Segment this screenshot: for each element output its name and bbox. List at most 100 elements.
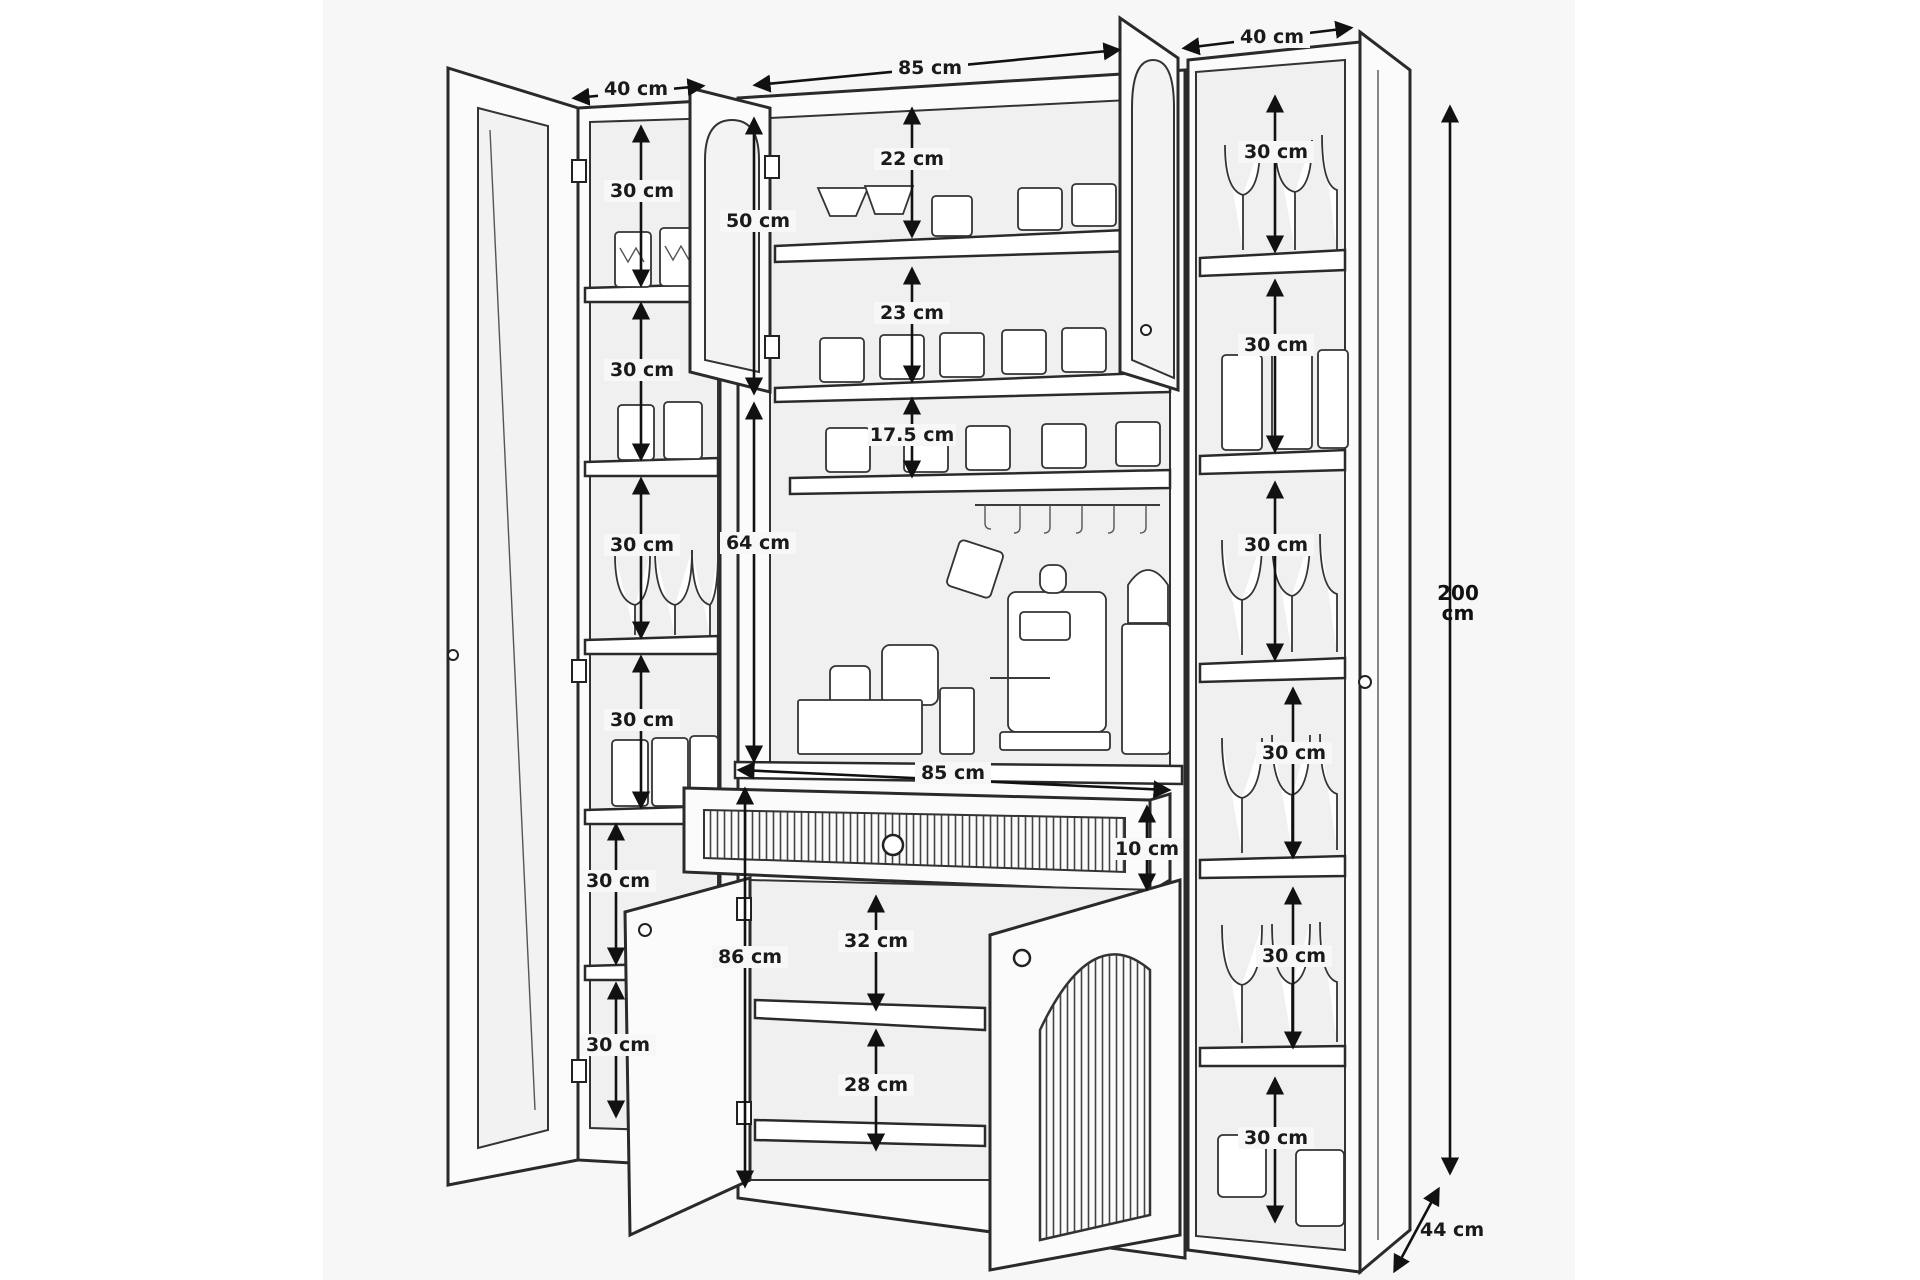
wine-glass-icon	[1221, 924, 1263, 1043]
right-shelf	[1198, 448, 1347, 476]
left-shelf-5-label: 30 cm	[586, 870, 650, 892]
center-shelf-1-label: 22 cm	[880, 148, 944, 170]
dimension-arrows	[571, 20, 1460, 1274]
left-width-label: 40 cm	[604, 78, 668, 100]
tumbler-icon	[617, 404, 655, 461]
dimension-labels: 40 cm 85 cm 40 cm 85 cm 200 cm 44 cm 50 …	[580, 26, 1484, 1241]
drawer-knob-icon[interactable]	[881, 833, 905, 857]
tumbler-icon	[611, 739, 649, 807]
mug-icon	[1071, 183, 1117, 227]
upper-right-knob-icon[interactable]	[1140, 324, 1152, 336]
center-shelf	[773, 370, 1172, 404]
left-door-knob-icon[interactable]	[447, 649, 459, 661]
center-shelf	[788, 468, 1172, 496]
right-shelves	[1198, 248, 1347, 1068]
wine-glass-icon	[816, 187, 870, 217]
center-shelf-2-label: 23 cm	[880, 302, 944, 324]
center-glasses-row1	[816, 183, 1117, 237]
top-door-height-label: 50 cm	[726, 210, 790, 232]
center-drawer[interactable]	[682, 786, 1172, 895]
right-tumblers	[1221, 349, 1349, 451]
right-door-knob-icon[interactable]	[1358, 675, 1372, 689]
mug-icon	[825, 427, 871, 473]
base-shelf	[753, 1118, 987, 1148]
tumbler-icon	[663, 401, 703, 460]
mug-icon	[1041, 423, 1087, 469]
espresso-machine-icon	[990, 564, 1111, 751]
left-shelf-4-label: 30 cm	[610, 709, 674, 731]
arched-fluted-panel	[1038, 953, 1152, 1242]
coffee-grinder-icon	[1121, 569, 1171, 755]
total-height-value: 200	[1437, 581, 1479, 605]
base-height-label: 86 cm	[718, 946, 782, 968]
right-cabinet	[1186, 28, 1412, 1276]
depth-label: 44 cm	[1420, 1219, 1484, 1241]
mug-icon	[1001, 329, 1047, 375]
hinge-icon	[571, 659, 587, 683]
counter-width-label: 85 cm	[921, 762, 985, 784]
left-shelf-3-label: 30 cm	[610, 534, 674, 556]
right-shelf-6-label: 30 cm	[1244, 1127, 1308, 1149]
arched-glass-pane	[704, 118, 760, 374]
tumbler-icon	[1317, 349, 1349, 449]
right-shelf	[1198, 854, 1347, 880]
base-right-door[interactable]	[988, 878, 1182, 1272]
tray-box-icon	[797, 699, 923, 755]
right-glass-door[interactable]	[1358, 28, 1412, 1276]
tall-jar-icon	[939, 687, 975, 755]
right-width-label: 40 cm	[1240, 26, 1304, 48]
mug-icon	[965, 425, 1011, 471]
center-upper-left-door[interactable]	[688, 86, 780, 394]
left-shelf-6-label: 30 cm	[586, 1034, 650, 1056]
hinge-icon	[571, 1059, 587, 1083]
right-cabinet-interior	[1195, 58, 1346, 1252]
mug-icon	[1017, 187, 1063, 231]
left-shelf	[583, 456, 720, 478]
mug-icon	[1295, 1149, 1345, 1227]
wine-glass-icon	[1321, 134, 1338, 250]
right-wine-glasses-mid	[1221, 533, 1338, 655]
base-shelf	[753, 998, 987, 1032]
mug-icon	[1115, 421, 1161, 467]
mug-icon	[931, 195, 973, 237]
tumbler-icon	[1271, 351, 1313, 450]
arched-glass-pane	[1131, 58, 1175, 380]
hinge-icon	[764, 335, 780, 359]
milk-pitcher-icon	[881, 644, 939, 706]
mug-rack	[975, 504, 1160, 534]
right-shelf-3-label: 30 cm	[1244, 534, 1308, 556]
drawer-height-label: 10 cm	[1115, 838, 1179, 860]
drawer-fluted-panel	[703, 808, 1126, 874]
mug-icon	[939, 332, 985, 378]
base-shelf-1-label: 32 cm	[844, 930, 908, 952]
center-width-label: 85 cm	[898, 57, 962, 79]
hinge-icon	[764, 155, 780, 179]
tumbler-icon	[651, 737, 689, 807]
base-left-knob-icon[interactable]	[638, 923, 652, 937]
total-height-unit: cm	[1442, 601, 1475, 625]
wine-glass-icon	[691, 549, 719, 635]
right-shelf	[1198, 1044, 1347, 1068]
center-shelf-3-label: 17.5 cm	[870, 424, 955, 446]
mug-icon	[946, 539, 1004, 599]
right-shelf	[1198, 656, 1347, 684]
mug-icon	[1061, 327, 1107, 373]
tumbler-icon	[1221, 354, 1263, 451]
left-shelf-1-label: 30 cm	[610, 180, 674, 202]
right-shelf-2-label: 30 cm	[1244, 334, 1308, 356]
base-right-knob-icon[interactable]	[1012, 948, 1032, 968]
right-shelf	[1198, 248, 1347, 278]
center-upper-right-door[interactable]	[1118, 15, 1180, 393]
mug-icon	[879, 334, 925, 380]
niche-height-label: 64 cm	[726, 532, 790, 554]
base-shelf-2-label: 28 cm	[844, 1074, 908, 1096]
right-shelf-4-label: 30 cm	[1262, 742, 1326, 764]
tumbler-icon	[614, 231, 652, 288]
right-shelf-5-label: 30 cm	[1262, 945, 1326, 967]
mug-icon	[819, 337, 865, 383]
left-shelf-2-label: 30 cm	[610, 359, 674, 381]
hinge-icon	[571, 159, 587, 183]
wine-glass-icon	[1319, 533, 1338, 652]
